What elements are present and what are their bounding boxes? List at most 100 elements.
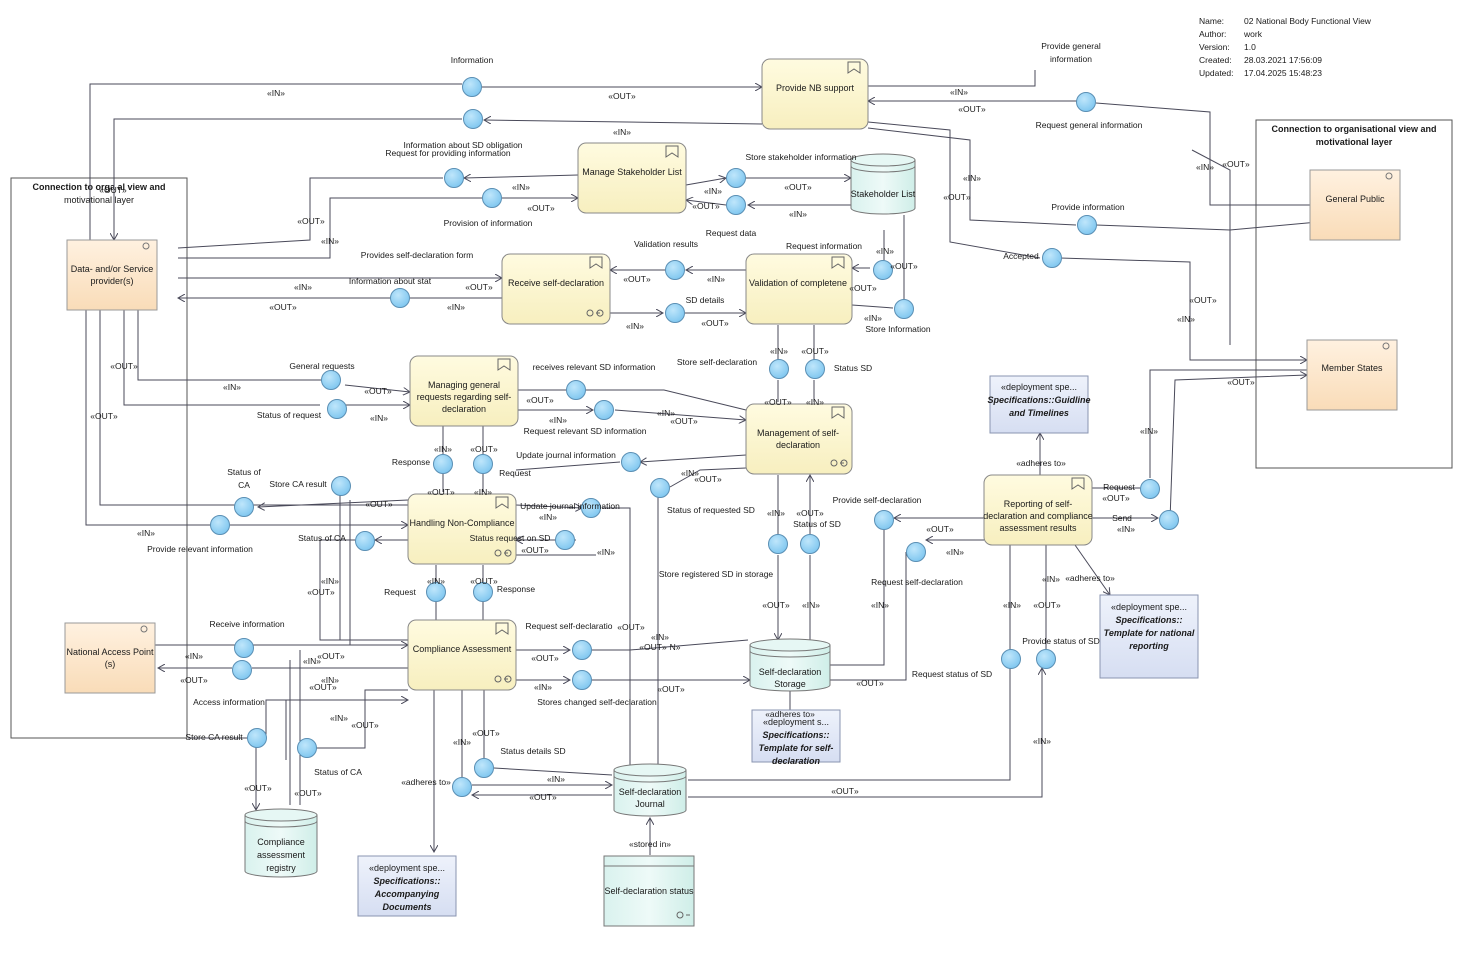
interface-circle[interactable] [805,359,825,379]
interface-circle[interactable] [581,498,601,518]
interface-circle[interactable] [1001,649,1021,669]
artifact-accompanying-documents[interactable]: «deployment spe... Specifications:: Acco… [357,855,457,917]
process-reporting[interactable]: Reporting of self- declaration and compl… [983,474,1093,546]
flow-out-label: «OUT» [926,524,954,534]
interface-circle[interactable] [769,359,789,379]
svg-text:Request self-declaratio: Request self-declaratio [526,621,613,631]
svg-text:Response: Response [392,457,431,467]
store-self-declaration-journal[interactable]: Self-declaration Journal [613,763,687,817]
interface-circle[interactable] [894,299,914,319]
interface-circle[interactable] [473,582,493,602]
interface-circle[interactable] [1076,92,1096,112]
interface-circle[interactable] [234,638,254,658]
interface-circle[interactable] [906,542,926,562]
interface-circle[interactable] [1159,510,1179,530]
actor-data-service-provider[interactable]: Data- and/or Service provider(s) [66,239,158,311]
interface-circle[interactable] [452,777,472,797]
svg-text:«deployment s...: «deployment s... [763,717,829,727]
left-group-box[interactable] [10,177,188,739]
interface-circle[interactable] [297,738,317,758]
flow-out-label: «OUT» [526,395,554,405]
svg-text:Provide relevant information: Provide relevant information [147,544,253,554]
process-icon [665,145,679,158]
process-compliance-assessment[interactable]: Compliance Assessment [407,619,517,691]
svg-text:Provide general: Provide general [1041,41,1101,51]
interface-circle[interactable] [444,168,464,188]
interface-circle[interactable] [1140,479,1160,499]
interface-circle[interactable] [232,660,252,680]
flow-in-label: «IN» [474,487,492,497]
interface-circle[interactable] [566,380,586,400]
interface-circle[interactable] [210,515,230,535]
interface-circle[interactable] [390,288,410,308]
interface-circle[interactable] [463,109,483,129]
interface-circle[interactable] [874,510,894,530]
process-icon [831,256,845,269]
process-managing-general-requests[interactable]: Managing general requests regarding self… [409,355,519,427]
store-compliance-assessment-registry[interactable]: Compliance assessment registry [244,808,318,878]
interface-circle[interactable] [594,400,614,420]
svg-text:Created:: Created: [1199,55,1232,65]
flow-in-label: «IN» [223,382,241,392]
svg-text:Provide self-declaration: Provide self-declaration [833,495,922,505]
interface-circle[interactable] [327,399,347,419]
artifact-guideline-timelines[interactable]: «deployment spe... Specifications::Guidl… [987,375,1091,434]
artifact-template-national-reporting[interactable]: «deployment spe... Specifications:: Temp… [1099,594,1199,679]
artifact-template-self-declaration[interactable]: «deployment s... Specifications:: Templa… [751,709,841,766]
interface-circle[interactable] [800,534,820,554]
svg-text:Request information: Request information [786,241,862,251]
interface-circle[interactable] [355,531,375,551]
process-validation-of-completeness[interactable]: Validation of completene [745,253,853,325]
interface-circle[interactable] [555,530,575,550]
interface-circle[interactable] [1036,649,1056,669]
interface-circle[interactable] [572,640,592,660]
flow-in-label: «IN» [512,182,530,192]
interface-circle[interactable] [321,370,341,390]
interface-circle[interactable] [726,168,746,188]
svg-text:Version:: Version: [1199,42,1230,52]
interface-circle[interactable] [768,534,788,554]
interface-circle[interactable] [474,758,494,778]
interface-circle[interactable] [482,188,502,208]
interface-circle[interactable] [1042,248,1062,268]
process-provide-nb-support[interactable]: Provide NB support [761,58,869,130]
interface-circle[interactable] [873,260,893,280]
actor-member-states[interactable]: Member States [1306,339,1398,411]
actor-national-access-point[interactable]: National Access Point (s) [64,622,156,694]
right-group-box[interactable] [1255,119,1453,469]
process-receive-self-declaration[interactable]: Receive self-declaration [501,253,611,325]
svg-text:and Timelines: and Timelines [1009,408,1069,418]
interface-circle[interactable] [726,195,746,215]
flow-in-label: «IN» [434,444,452,454]
interface-circle[interactable] [621,452,641,472]
actor-general-public[interactable]: General Public [1309,169,1401,241]
svg-text:Status of CA: Status of CA [298,533,346,543]
svg-text:Request data: Request data [706,228,757,238]
flow-out-label: «OUT» [529,792,557,802]
svg-text:Status request on SD: Status request on SD [470,533,551,543]
interface-circle[interactable] [1077,215,1097,235]
svg-text:Stores changed self-declaratio: Stores changed self-declaration [537,697,657,707]
interface-circle[interactable] [247,728,267,748]
interface-circle[interactable] [665,303,685,323]
process-management-of-self-declaration[interactable]: Management of self- declaration [745,403,853,475]
interface-circle[interactable] [650,478,670,498]
interface-circle[interactable] [426,582,446,602]
interface-circle[interactable] [433,454,453,474]
process-manage-stakeholder-list[interactable]: Manage Stakeholder List [577,142,687,214]
interface-circle[interactable] [665,260,685,280]
interface-circle[interactable] [473,454,493,474]
svg-text:«adheres to»: «adheres to» [401,777,451,787]
interface-circle[interactable] [462,77,482,97]
flow-in-label: «IN» [770,346,788,356]
interface-circle[interactable] [572,670,592,690]
artifact-self-declaration-status[interactable]: Self-declaration status [603,855,695,927]
store-label-1: Self-declaration [759,667,822,677]
store-self-declaration-storage[interactable]: Self-declaration Storage [749,638,831,692]
interface-circle[interactable] [234,497,254,517]
process-handling-non-compliance[interactable]: Handling Non-Compliance [407,493,517,565]
store-stakeholder-list[interactable]: Stakeholder List [850,153,916,215]
store-label-3: registry [266,863,296,873]
interface-circle[interactable] [331,476,351,496]
